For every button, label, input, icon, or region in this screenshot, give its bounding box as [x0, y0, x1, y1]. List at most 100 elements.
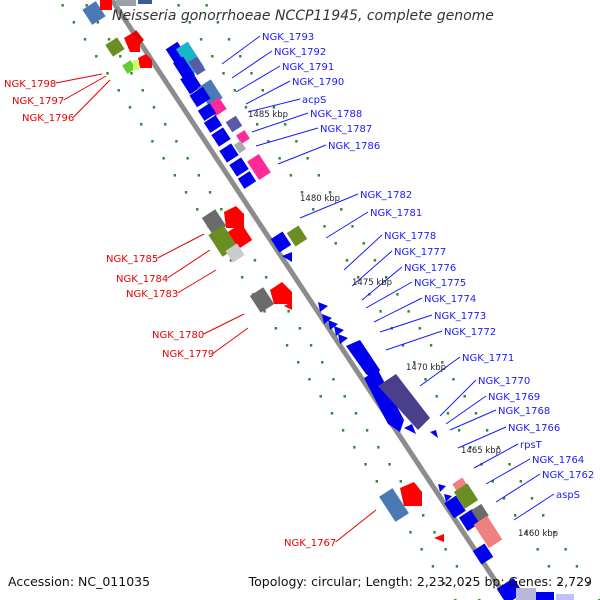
label-leader-lines — [55, 35, 555, 543]
tick-mark — [446, 412, 450, 415]
tick-mark — [422, 514, 425, 517]
tick-mark — [274, 327, 278, 330]
tick-mark — [263, 310, 266, 313]
tick-mark — [375, 480, 378, 483]
reverse-gene-label[interactable]: NGK_1797 — [12, 96, 64, 107]
leader-line — [255, 127, 319, 147]
forward-gene-label[interactable]: NGK_1769 — [488, 392, 540, 403]
tick-mark — [95, 55, 98, 58]
tick-mark — [365, 429, 369, 432]
forward-gene-label[interactable]: NGK_1781 — [370, 208, 422, 219]
tick-mark — [519, 480, 522, 483]
leader-line — [373, 297, 423, 323]
reverse-gene-label[interactable]: NGK_1783 — [126, 289, 178, 300]
tick-mark — [474, 412, 478, 415]
reverse-gene-label[interactable]: NGK_1785 — [106, 254, 158, 265]
forward-gene-label[interactable]: NGK_1772 — [444, 327, 496, 338]
forward-gene-label[interactable]: NGK_1792 — [274, 47, 326, 58]
forward-gene-label[interactable]: NGK_1764 — [532, 455, 584, 466]
forward-gene-label[interactable]: NGK_1771 — [462, 353, 514, 364]
reverse-gene-label[interactable]: NGK_1767 — [284, 538, 336, 549]
tick-mark — [297, 361, 300, 364]
leader-line — [247, 98, 301, 113]
tick-mark — [264, 276, 268, 279]
tick-mark — [558, 582, 562, 585]
forward-gene-label[interactable]: NGK_1768 — [498, 406, 550, 417]
gene-features-layer — [82, 0, 574, 600]
reverse-gene-label[interactable]: NGK_1796 — [22, 113, 74, 124]
forward-gene-label[interactable]: NGK_1774 — [424, 294, 476, 305]
tick-mark — [463, 395, 466, 398]
leader-line — [235, 65, 281, 93]
tick-mark — [452, 378, 455, 381]
tick-mark — [502, 497, 506, 500]
tick-mark — [396, 293, 399, 296]
tick-mark — [173, 174, 177, 177]
forward-gene-label[interactable]: NGK_1790 — [292, 77, 344, 88]
leader-line — [299, 193, 359, 219]
forward-gene-label[interactable]: aspS — [556, 490, 580, 501]
tick-mark — [199, 38, 203, 41]
forward-gene-label[interactable]: NGK_1762 — [542, 470, 594, 481]
forward-gene-label[interactable]: NGK_1782 — [360, 190, 412, 201]
tick-mark — [431, 565, 435, 568]
forward-gene-label[interactable]: NGK_1778 — [384, 231, 436, 242]
tick-marks-layer — [61, 4, 600, 600]
tick-mark — [341, 429, 345, 432]
leader-line — [177, 269, 217, 294]
tick-mark — [205, 4, 208, 7]
tick-mark — [377, 446, 380, 449]
leader-line — [385, 330, 443, 351]
leader-line — [73, 79, 111, 118]
forward-gene-label[interactable]: NGK_1788 — [310, 109, 362, 120]
forward-gene-label[interactable]: NGK_1787 — [320, 124, 372, 135]
tick-mark — [128, 106, 132, 109]
forward-gene-label[interactable]: NGK_1791 — [282, 62, 334, 73]
leader-line — [495, 473, 541, 503]
reverse-gene-label[interactable]: NGK_1784 — [116, 274, 168, 285]
forward-gene-label[interactable]: NGK_1793 — [262, 32, 314, 43]
tick-mark — [309, 344, 313, 347]
tick-mark — [317, 174, 321, 177]
tick-mark — [261, 89, 264, 92]
forward-gene-label[interactable]: NGK_1770 — [478, 376, 530, 387]
reverse-gene-label[interactable]: NGK_1798 — [4, 79, 56, 90]
tick-mark — [240, 276, 244, 279]
reverse-gene-label[interactable]: NGK_1780 — [152, 330, 204, 341]
tick-mark — [442, 582, 446, 585]
forward-gene-label[interactable]: NGK_1777 — [394, 247, 446, 258]
tick-mark — [586, 582, 590, 585]
leader-line — [457, 426, 507, 449]
tick-mark — [399, 480, 402, 483]
tick-mark — [353, 446, 356, 449]
forward-gene-label[interactable]: acpS — [302, 95, 326, 106]
tick-mark — [323, 225, 326, 228]
tick-mark — [525, 531, 528, 534]
tick-mark — [435, 395, 438, 398]
tick-mark — [250, 72, 253, 75]
leader-line — [365, 281, 413, 309]
tick-mark — [255, 123, 259, 126]
forward-gene-label[interactable]: NGK_1776 — [404, 263, 456, 274]
tick-mark — [340, 208, 343, 211]
tick-mark — [289, 174, 293, 177]
leader-line — [351, 250, 393, 287]
forward-gene-label[interactable]: rpsT — [520, 440, 543, 451]
forward-gene-label[interactable]: NGK_1766 — [508, 423, 560, 434]
tick-mark — [321, 361, 324, 364]
tick-mark — [354, 412, 358, 415]
reverse-gene-label[interactable]: NGK_1779 — [162, 349, 214, 360]
forward-gene-label[interactable]: NGK_1773 — [434, 311, 486, 322]
tick-mark — [332, 378, 335, 381]
forward-gene-label[interactable]: NGK_1775 — [414, 278, 466, 289]
forward-gene-label[interactable]: NGK_1786 — [328, 141, 380, 152]
tick-mark — [106, 72, 109, 75]
tick-mark — [564, 548, 567, 551]
tick-mark — [184, 191, 188, 194]
leader-line — [157, 233, 205, 259]
tick-mark — [253, 259, 257, 262]
tick-mark — [278, 157, 281, 160]
leader-line — [55, 73, 103, 84]
